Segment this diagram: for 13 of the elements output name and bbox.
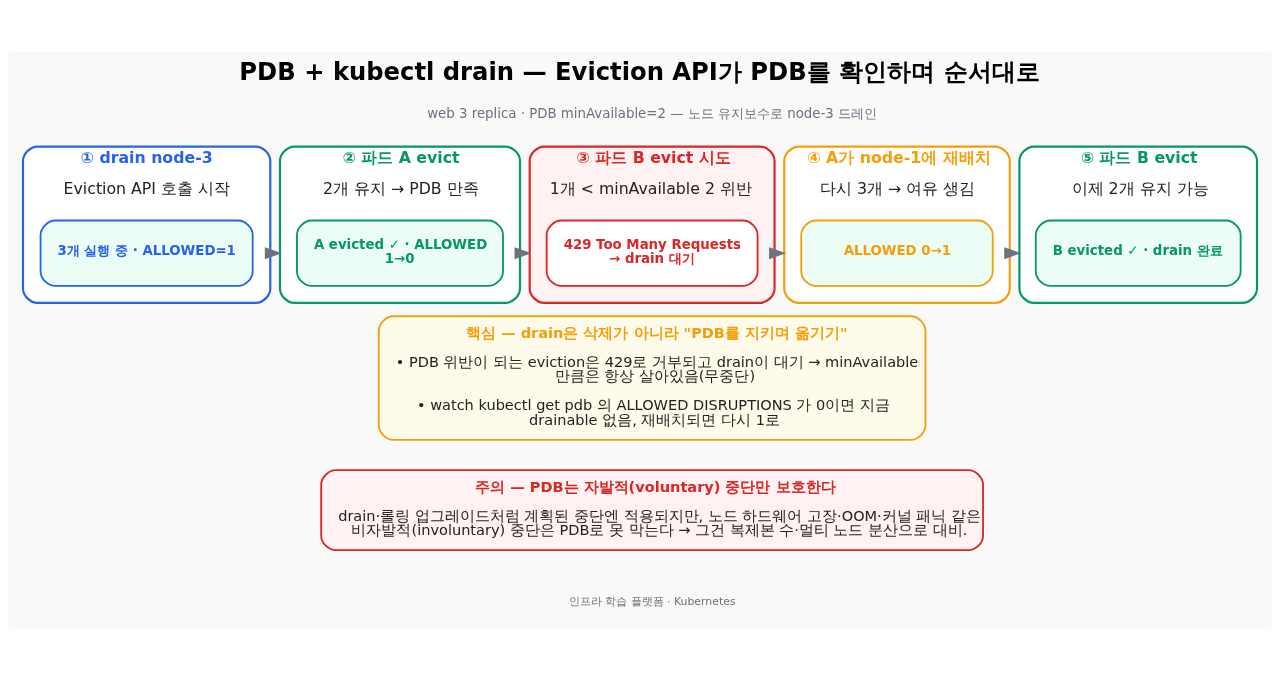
node-box: 429 Too Many Requests → drain 대기 bbox=[545, 219, 759, 287]
node-box: A evicted ✓ · ALLOWED 1→0 bbox=[296, 219, 504, 287]
arrow bbox=[1004, 246, 1022, 259]
node-box: 3개 실행 중 · ALLOWED=1 bbox=[39, 219, 254, 287]
node-box: B evicted ✓ · drain 완료 bbox=[1034, 219, 1242, 287]
node-box: 주의 — PDB는 자발적(voluntary) 중단만 보호한다 drain·롤링 업그레이드처럼 계획된 중단엔 적용되지만, 노드 하드웨어 고장·OOM·커널 패닉 같은 비자발적(involuntary) 중단은 PDB로 못 막는다 → 그건 복제본 수·멀티 노드 분산으로 대비. bbox=[320, 468, 984, 551]
node-box: ALLOWED 0→1 bbox=[800, 219, 994, 287]
label: 인프라 학습 플랫폼 · Kubernetes bbox=[568, 594, 736, 608]
arrow bbox=[769, 246, 787, 259]
diagram-title: PDB + kubectl drain — Eviction API가 PDB를 확인하며 순서대로 bbox=[239, 56, 1040, 86]
label: web 3 replica · PDB minAvailable=2 — 노드 유지보수로 node-3 드레인 bbox=[427, 105, 878, 121]
node-box: 핵심 — drain은 삭제가 아니라 "PDB를 지키며 옮기기" • PDB 위반이 되는 eviction은 429로 거부되고 drain이 대기 → minAvailable 만큼은 항상 살아있음(무중단) • watch kubectl get pdb 의 ALLOWED DISRUPTIONS 가 0이면 지금 drainable 없음, 재배치되면 다시 1로 bbox=[377, 314, 927, 441]
arrow bbox=[514, 246, 532, 259]
